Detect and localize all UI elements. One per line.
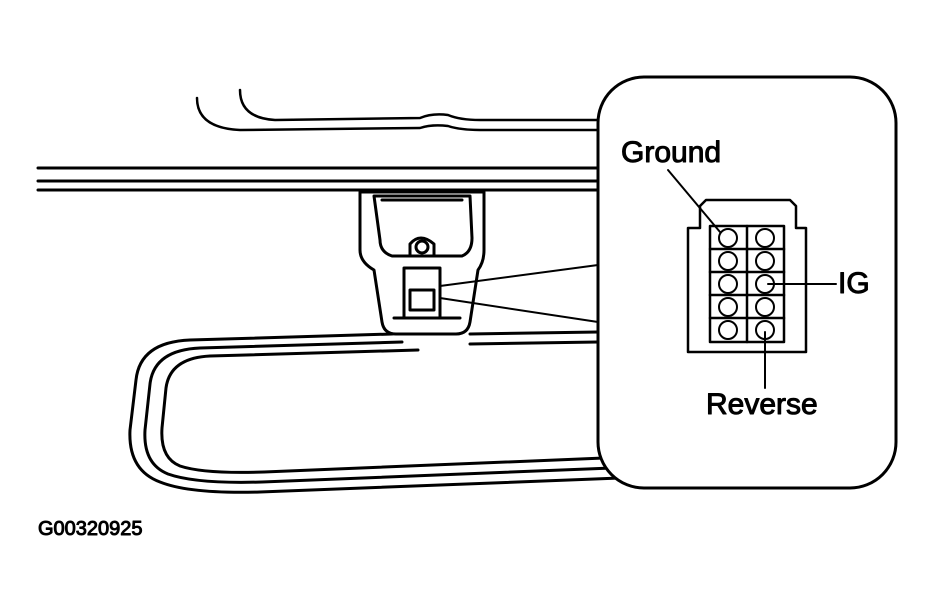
header-rail xyxy=(36,166,602,192)
reverse-label: Reverse xyxy=(706,388,818,421)
ground-leader xyxy=(667,169,721,233)
roof-trim-lines xyxy=(195,88,602,132)
mirror-mount xyxy=(358,190,486,336)
leader-lines xyxy=(667,169,837,389)
pin-5 xyxy=(718,274,738,294)
figure-id: G00320925 xyxy=(38,518,143,540)
ground-label: Ground xyxy=(621,136,721,169)
pin-7 xyxy=(718,297,738,317)
detail-projection-lines xyxy=(439,264,599,323)
ig-label: IG xyxy=(838,267,870,300)
pin-4 xyxy=(755,251,775,271)
pin-8 xyxy=(755,297,775,317)
pin-1 xyxy=(718,228,738,248)
pin-9 xyxy=(718,320,738,340)
pin-3 xyxy=(718,251,738,271)
mirror-body xyxy=(128,330,622,494)
pin-2 xyxy=(755,228,775,248)
